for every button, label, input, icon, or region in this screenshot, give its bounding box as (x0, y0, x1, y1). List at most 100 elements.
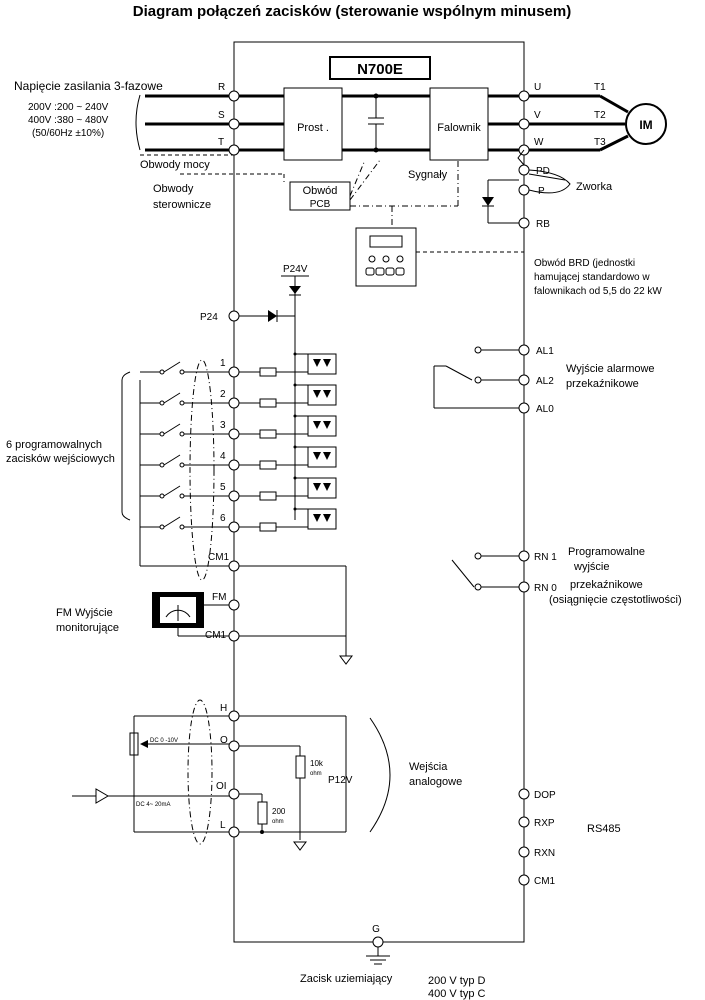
terminal-al2[interactable] (518, 374, 530, 386)
brd-label-1: Obwód BRD (jednostki (534, 258, 635, 269)
p24v-label: P24V (283, 264, 308, 275)
terminal-fm[interactable] (228, 599, 240, 611)
analog-shield (187, 699, 213, 845)
terminal-label-rn1: RN 1 (534, 552, 557, 563)
terminal-p[interactable] (518, 184, 530, 196)
terminal-o[interactable] (228, 740, 240, 752)
p12v-label: P12V (328, 775, 353, 786)
power-circuits-label: Obwody mocy (140, 159, 210, 171)
terminal-rxn[interactable] (518, 846, 530, 858)
terminal-pd[interactable] (518, 164, 530, 176)
fm-terminal-label: FM (212, 592, 226, 603)
terminal-input-1[interactable] (228, 366, 240, 378)
terminal-input-6[interactable] (228, 521, 240, 533)
rectifier-label: Prost . (297, 122, 329, 134)
input-terminal-label-2: 2 (220, 389, 226, 400)
terminal-input-4[interactable] (228, 459, 240, 471)
terminal-input-2[interactable] (228, 397, 240, 409)
terminal-label-rxn: RXN (534, 848, 555, 859)
optocoupler-3 (307, 415, 337, 437)
terminal-rn0[interactable] (518, 581, 530, 593)
optocoupler-1 (307, 353, 337, 375)
keypad-box (355, 227, 417, 287)
relay-label-2: wyjście (573, 561, 609, 573)
terminal-label-al0: AL0 (536, 404, 554, 415)
terminal-fm-cm1[interactable] (228, 630, 240, 642)
resistor-10k (295, 755, 306, 779)
terminal-t[interactable] (228, 144, 240, 156)
relay-label-4: (osiągnięcie częstotliwości) (549, 594, 682, 606)
terminal-oi[interactable] (228, 788, 240, 800)
keypad-display (369, 235, 403, 248)
terminal-input-3[interactable] (228, 428, 240, 440)
control-circuits-label-2: sterownicze (153, 199, 211, 211)
terminal-v[interactable] (518, 118, 530, 130)
pcb-label-2: PCB (310, 199, 331, 210)
terminal-rb[interactable] (518, 217, 530, 229)
resistor-10k-value: 10k (310, 759, 324, 768)
terminal-label-r: R (218, 82, 225, 93)
optocoupler-5 (307, 477, 337, 499)
pcb-label-1: Obwód (303, 185, 338, 197)
input-terminal-label-1: 1 (220, 358, 226, 369)
fm-cm1-label: CM1 (205, 630, 227, 641)
supply-brace (135, 94, 141, 151)
jumper-label: Zworka (576, 181, 613, 193)
analog-label-2: analogowe (409, 776, 462, 788)
inverter-label: Falownik (437, 122, 481, 134)
input-resistor-6 (259, 522, 277, 532)
analog-current-label: DC 4~ 20mA (136, 802, 171, 808)
terminal-p24[interactable] (228, 310, 240, 322)
terminal-rs485-cm1[interactable] (518, 874, 530, 886)
current-source (95, 788, 109, 804)
supply-line-400v: 400V :380 ~ 480V (28, 115, 109, 126)
terminal-al0[interactable] (518, 402, 530, 414)
terminal-input-5[interactable] (228, 490, 240, 502)
terminal-label-p: P (538, 186, 545, 197)
inverter-box (429, 87, 489, 161)
terminal-label-l: L (220, 820, 226, 831)
terminal-rn1[interactable] (518, 550, 530, 562)
supply-label: Napięcie zasilania 3-fazowe (14, 79, 163, 93)
terminal-label-w: W (534, 137, 544, 148)
terminal-l[interactable] (228, 826, 240, 838)
analog-brace (369, 717, 391, 833)
motor-line-t3: T3 (594, 137, 606, 148)
rectifier-box (283, 87, 343, 161)
terminal-cm1[interactable] (228, 560, 240, 572)
input-shield (189, 359, 215, 581)
terminal-label-rb: RB (536, 219, 550, 230)
terminal-label-u: U (534, 82, 541, 93)
diagram-title: Diagram połączeń zacisków (sterowanie ws… (133, 3, 571, 20)
brd-label-3: falownikach od 5,5 do 22 kW (534, 286, 662, 297)
fm-label-2: monitorujące (56, 622, 119, 634)
terminal-rxp[interactable] (518, 816, 530, 828)
terminal-u[interactable] (518, 90, 530, 102)
terminal-s[interactable] (228, 118, 240, 130)
terminal-label-v: V (534, 110, 541, 121)
terminal-label-oi: OI (216, 781, 227, 792)
brd-label-2: hamującej standardowo w (534, 272, 650, 283)
inputs-brace (121, 371, 131, 521)
terminal-r[interactable] (228, 90, 240, 102)
alarm-label-2: przekaźnikowe (566, 378, 639, 390)
terminal-dop[interactable] (518, 788, 530, 800)
terminal-label-t: T (218, 137, 224, 148)
terminal-ground[interactable] (372, 936, 384, 948)
supply-line-200v: 200V :200 ~ 240V (28, 102, 109, 113)
resistor-200 (257, 801, 268, 825)
terminal-al1[interactable] (518, 344, 530, 356)
terminal-h[interactable] (228, 710, 240, 722)
terminal-label-al2: AL2 (536, 376, 554, 387)
terminal-label-rxp: RXP (534, 818, 555, 829)
input-resistor-2 (259, 398, 277, 408)
motor-symbol (625, 103, 667, 145)
ground-type-400v: 400 V typ C (428, 988, 486, 1000)
inputs-label-1: 6 programowalnych (6, 439, 102, 451)
input-resistor-5 (259, 491, 277, 501)
motor-line-t2: T2 (594, 110, 606, 121)
input-terminal-label-6: 6 (220, 513, 226, 524)
resistor-200-value: 200 (272, 807, 286, 816)
terminal-label-rs485-cm1: CM1 (534, 876, 556, 887)
